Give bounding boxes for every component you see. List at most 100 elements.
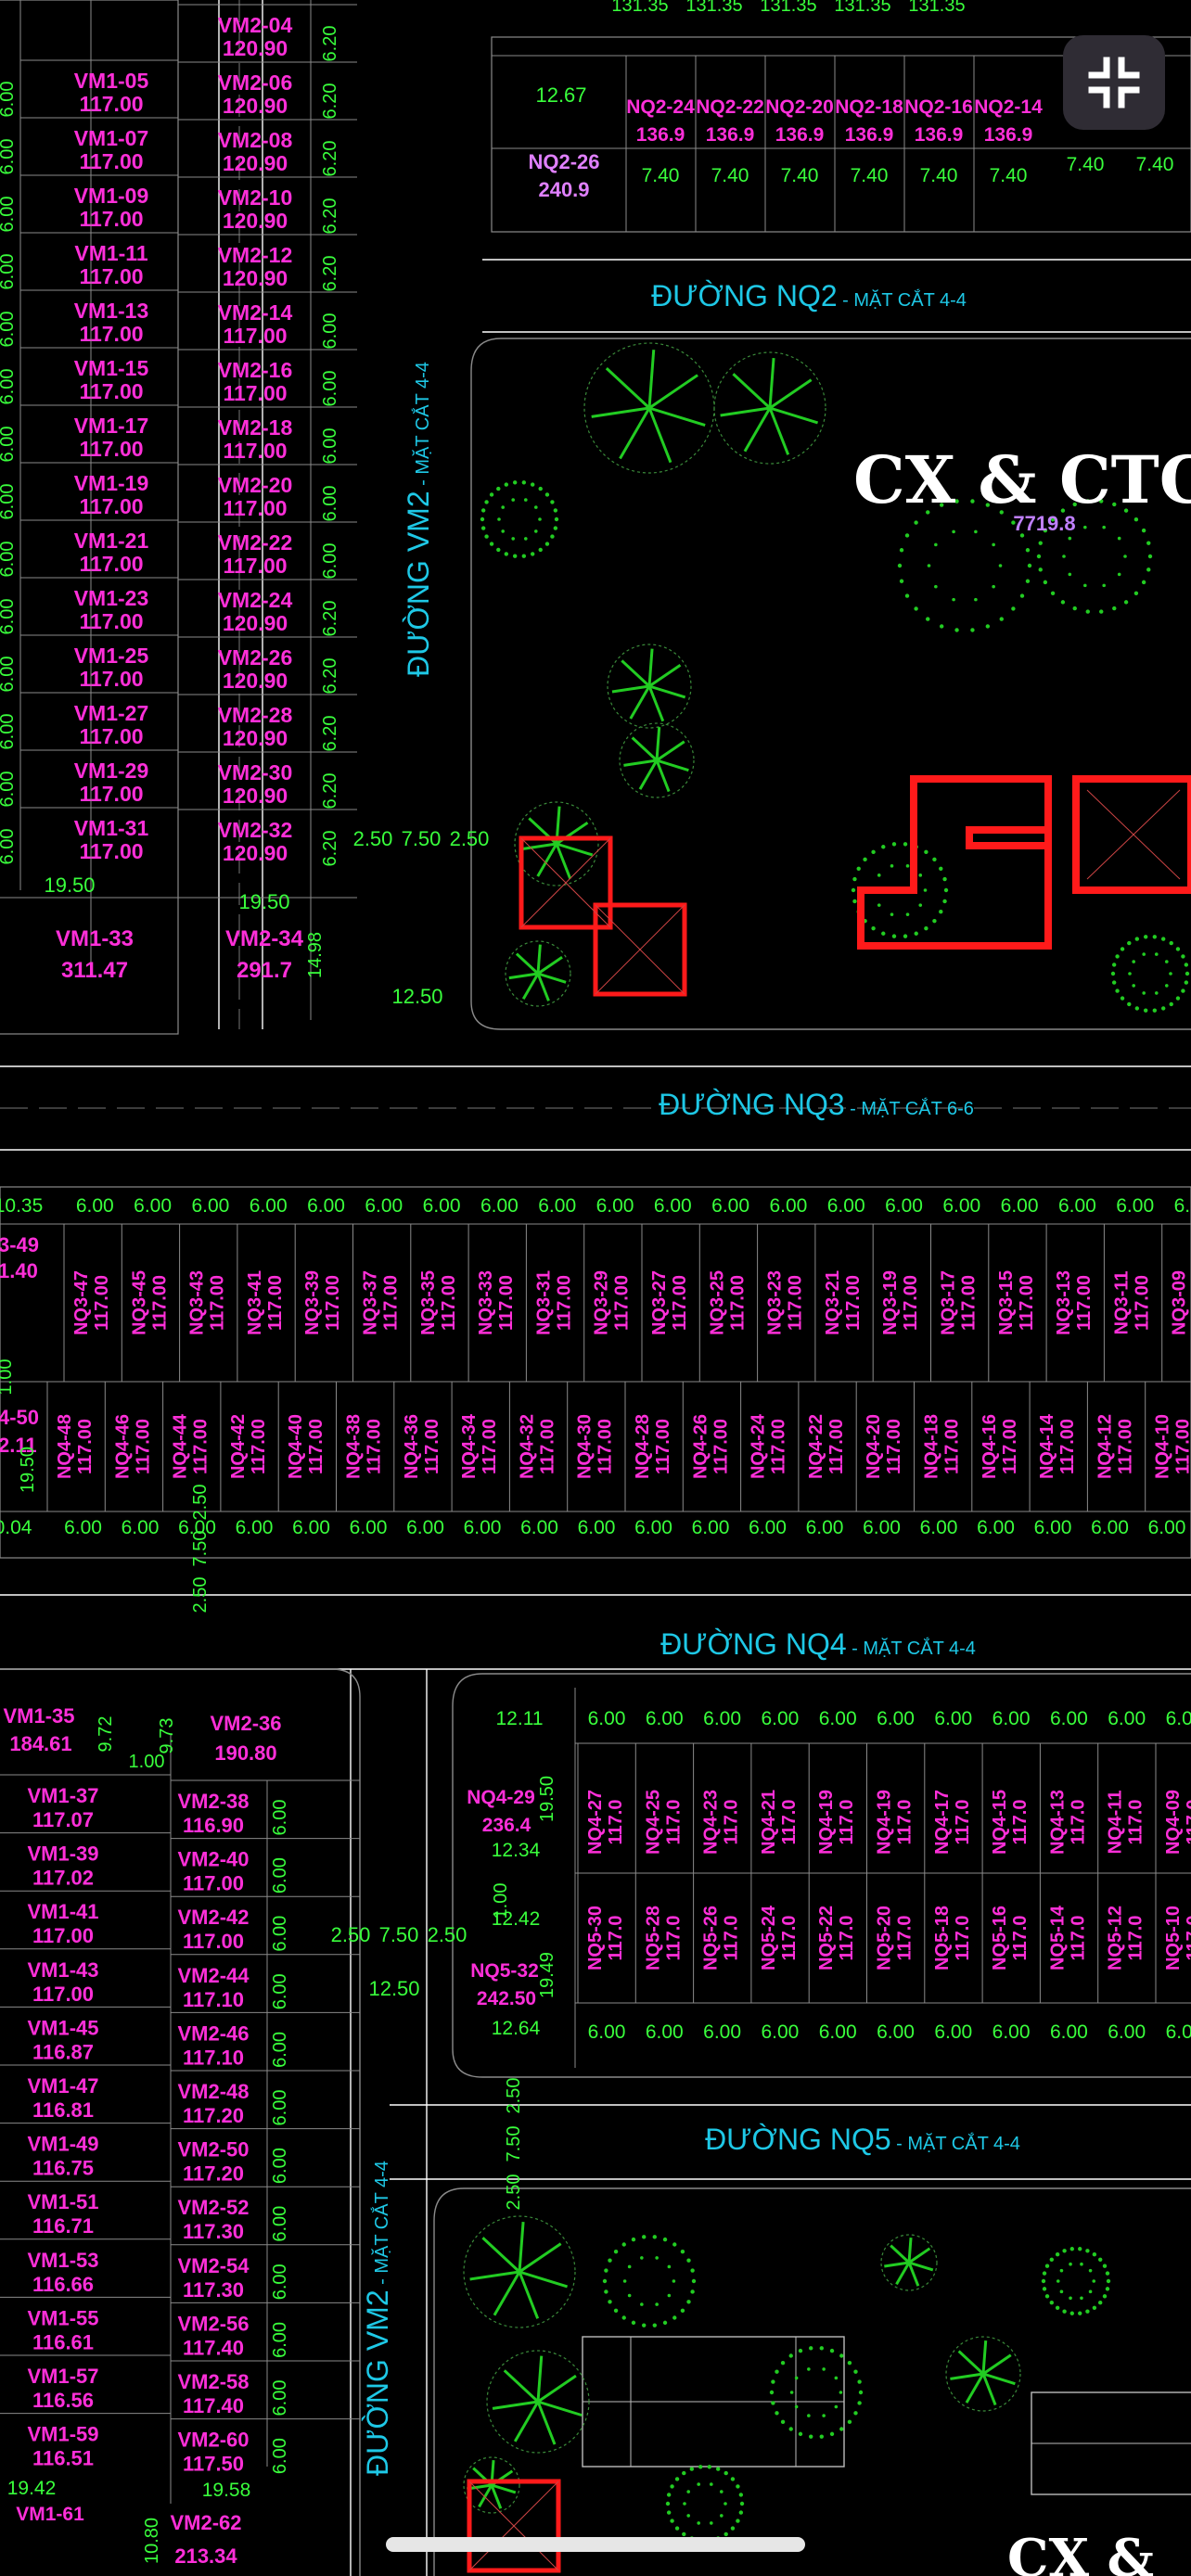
dimension-label: 6.00 bbox=[270, 2438, 290, 2474]
dimension-label: 6.00 bbox=[320, 371, 340, 407]
lot-area: 117.0 bbox=[1126, 1800, 1146, 1845]
lot-id: NQ4-21 bbox=[759, 1790, 779, 1855]
lot-id: VM1-23 bbox=[74, 586, 149, 610]
lot-id: VM2-40 bbox=[177, 1848, 249, 1871]
block-outline bbox=[0, 1668, 361, 2576]
dimension-label: 6.00 bbox=[0, 714, 18, 750]
dimension-label: 7.40 bbox=[920, 165, 958, 186]
lot-area: 117.0 bbox=[953, 1916, 973, 1961]
lot-id: NQ4-27 bbox=[585, 1790, 606, 1855]
lot-id: VM2-08 bbox=[218, 128, 293, 152]
tree-branch bbox=[536, 973, 550, 1001]
shrub-dot bbox=[1123, 555, 1127, 558]
tree-branch bbox=[605, 367, 651, 410]
shrub-dot bbox=[1078, 2247, 1082, 2251]
shrub-dot bbox=[652, 2235, 657, 2239]
tree-branch bbox=[508, 972, 539, 980]
shrub-dot bbox=[1142, 952, 1146, 956]
shrub-dot bbox=[1059, 2289, 1064, 2294]
lot-area: 117.07 bbox=[32, 1808, 94, 1831]
lot-area: 117.00 bbox=[381, 1275, 402, 1331]
lot-id: NQ5-30 bbox=[585, 1906, 606, 1970]
road-label-nq3-section: - MẶT CẮT 6-6 bbox=[845, 1097, 974, 1119]
shrub-dot bbox=[1127, 1001, 1132, 1007]
dimension-label: 12.42 bbox=[492, 1908, 541, 1930]
shrub-dot bbox=[512, 480, 518, 485]
shrub-dot bbox=[822, 2367, 826, 2371]
lot-area: 117.00 bbox=[1115, 1419, 1135, 1474]
shrub-dot bbox=[1120, 996, 1125, 1001]
tree-branch bbox=[743, 407, 772, 453]
shrub-dot bbox=[1059, 2268, 1064, 2273]
lot-id: NQ3-35 bbox=[418, 1270, 439, 1335]
lot-area: 117.0 bbox=[606, 1800, 626, 1845]
lot-id: NQ3-37 bbox=[361, 1270, 381, 1335]
lot-id: VM1-47 bbox=[27, 2074, 98, 2098]
tree-branch bbox=[537, 2374, 577, 2404]
home-indicator[interactable] bbox=[386, 2537, 805, 2552]
tree-branch bbox=[519, 2270, 569, 2289]
shrub-dot bbox=[680, 2249, 685, 2254]
lot-area: 117.00 bbox=[1017, 1275, 1037, 1331]
lot-id: VM1-11 bbox=[74, 241, 147, 265]
shrub-dot bbox=[1036, 554, 1042, 559]
lot-id: NQ5-24 bbox=[759, 1905, 779, 1970]
shrub-dot bbox=[771, 2379, 775, 2384]
shrub-dot bbox=[934, 584, 938, 589]
lot-id: NQ2-16 bbox=[904, 96, 973, 118]
dimension-label: 6.00 bbox=[350, 1517, 388, 1538]
shrub-dot bbox=[1175, 947, 1181, 951]
shrub-dot bbox=[939, 624, 944, 629]
exit-fullscreen-button[interactable] bbox=[1063, 35, 1165, 130]
shrub-dot bbox=[672, 2315, 677, 2320]
shrub-dot bbox=[1111, 980, 1117, 985]
dimension-label: 6.00 bbox=[270, 1800, 290, 1836]
dimension-label: 6.00 bbox=[1091, 1517, 1129, 1538]
shrub-dot bbox=[1050, 517, 1056, 522]
lot-area: 116.66 bbox=[32, 2273, 94, 2296]
lot-id: VM2-24 bbox=[218, 588, 293, 612]
building-outline bbox=[467, 2479, 561, 2573]
shrub-dot bbox=[769, 2390, 775, 2395]
shrub-dot bbox=[683, 2502, 686, 2506]
lot-id: VM1-07 bbox=[74, 126, 149, 150]
shrub-dot bbox=[480, 526, 486, 530]
shrub-dot bbox=[1123, 508, 1129, 513]
shrub-dot bbox=[1085, 2309, 1090, 2314]
shrub-dot bbox=[691, 2278, 697, 2284]
shrub-dot bbox=[839, 2427, 844, 2431]
tree-canopy bbox=[463, 2456, 520, 2514]
shrub-dot bbox=[1112, 606, 1117, 611]
shrub-dot bbox=[853, 2411, 858, 2416]
dimension-label: 2.50 bbox=[353, 827, 393, 850]
lot-id: VM2-14 bbox=[218, 300, 293, 325]
shrub-dot bbox=[999, 510, 1004, 515]
shrub-dot bbox=[942, 899, 947, 904]
shrub-dot bbox=[719, 2514, 724, 2518]
shrub-dot bbox=[857, 2401, 862, 2405]
dimension-label: 6.00 bbox=[692, 1517, 730, 1538]
road-label-nq3: ĐƯỜNG NQ3 - MẶT CẮT 6-6 bbox=[659, 1088, 974, 1121]
lot-area: 117.00 bbox=[183, 1930, 244, 1953]
lot-area: 117.00 bbox=[653, 1419, 673, 1474]
lot-id: NQ4-16 bbox=[980, 1414, 1000, 1479]
dimension-label: 6.00 bbox=[1050, 2021, 1088, 2043]
dimension-label: 2.50 bbox=[428, 1923, 467, 1946]
shrub-dot bbox=[655, 2302, 659, 2306]
lot-area: 120.90 bbox=[223, 784, 288, 808]
shrub-dot bbox=[1050, 591, 1056, 595]
shrub-dot bbox=[640, 2302, 644, 2306]
lot-area: 117.00 bbox=[323, 1275, 343, 1331]
shrub-dot bbox=[1184, 980, 1189, 985]
shrub-dot bbox=[686, 2490, 691, 2493]
shrub-dot bbox=[1097, 2257, 1103, 2262]
lot-area: 2.11 bbox=[0, 1434, 37, 1457]
shrub-dot bbox=[974, 597, 978, 602]
shrub-dot bbox=[1152, 1008, 1158, 1013]
shrub-dot bbox=[780, 2419, 786, 2425]
tree-canopy bbox=[486, 2350, 590, 2454]
shrub-dot bbox=[1085, 609, 1090, 614]
shrub-dot bbox=[1085, 2249, 1090, 2253]
shrub-dot bbox=[1055, 2251, 1060, 2257]
